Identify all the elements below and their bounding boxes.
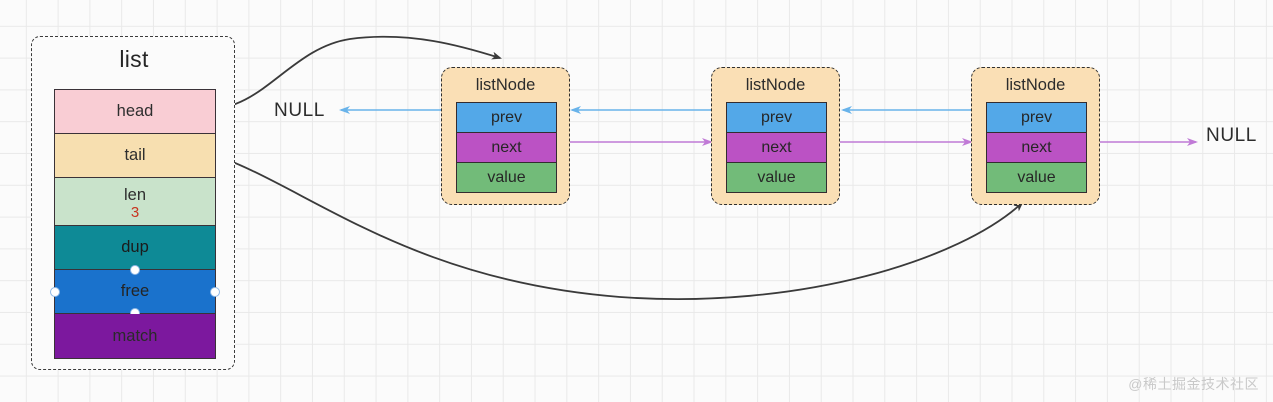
listnode-2-field-next[interactable]: next [727,133,826,163]
listnode-1-field-value[interactable]: value [457,163,556,192]
list-field-match-label: match [112,326,158,345]
listnode-2-field-value[interactable]: value [727,163,826,192]
listnode-2-title: listNode [745,76,806,94]
listnode-2[interactable]: listNode prev next value [711,67,840,205]
selection-handle-left[interactable] [50,287,60,297]
listnode-3-field-value[interactable]: value [987,163,1086,192]
listnode-1-fields: prev next value [456,102,557,193]
edge-tail-to-node3 [204,151,1024,300]
listnode-3-fields: prev next value [986,102,1087,193]
list-field-match[interactable]: match [55,314,215,358]
list-field-dup[interactable]: dup [55,226,215,270]
list-struct-box[interactable]: list head tail len 3 dup free [31,36,235,370]
list-field-head[interactable]: head [55,90,215,134]
list-field-tail[interactable]: tail [55,134,215,178]
listnode-2-field-prev[interactable]: prev [727,103,826,133]
selection-handle-right[interactable] [210,287,220,297]
listnode-3[interactable]: listNode prev next value [971,67,1100,205]
listnode-3-field-next[interactable]: next [987,133,1086,163]
list-field-free[interactable]: free [50,265,220,318]
listnode-1-field-prev[interactable]: prev [457,103,556,133]
list-struct-title: list [119,46,149,72]
list-struct-fields: head tail len 3 dup free match [50,89,220,359]
list-field-head-label: head [116,102,154,120]
list-field-free-label: free [120,282,150,300]
listnode-3-title: listNode [1005,76,1066,94]
listnode-1-title: listNode [475,76,536,94]
list-field-tail-label: tail [124,146,146,164]
list-field-len-value: 3 [130,203,140,221]
listnode-1-field-next[interactable]: next [457,133,556,163]
selection-handle-top[interactable] [130,265,140,275]
listnode-2-fields: prev next value [726,102,827,193]
null-label-tail-next: NULL [1206,125,1257,146]
list-field-dup-label: dup [121,238,149,256]
list-field-len-label: len [123,185,147,204]
watermark: @稀土掘金技术社区 [1128,376,1259,392]
null-label-head-prev: NULL [274,100,325,121]
listnode-3-field-prev[interactable]: prev [987,103,1086,133]
list-field-len[interactable]: len 3 [55,178,215,226]
listnode-1[interactable]: listNode prev next value [441,67,570,205]
